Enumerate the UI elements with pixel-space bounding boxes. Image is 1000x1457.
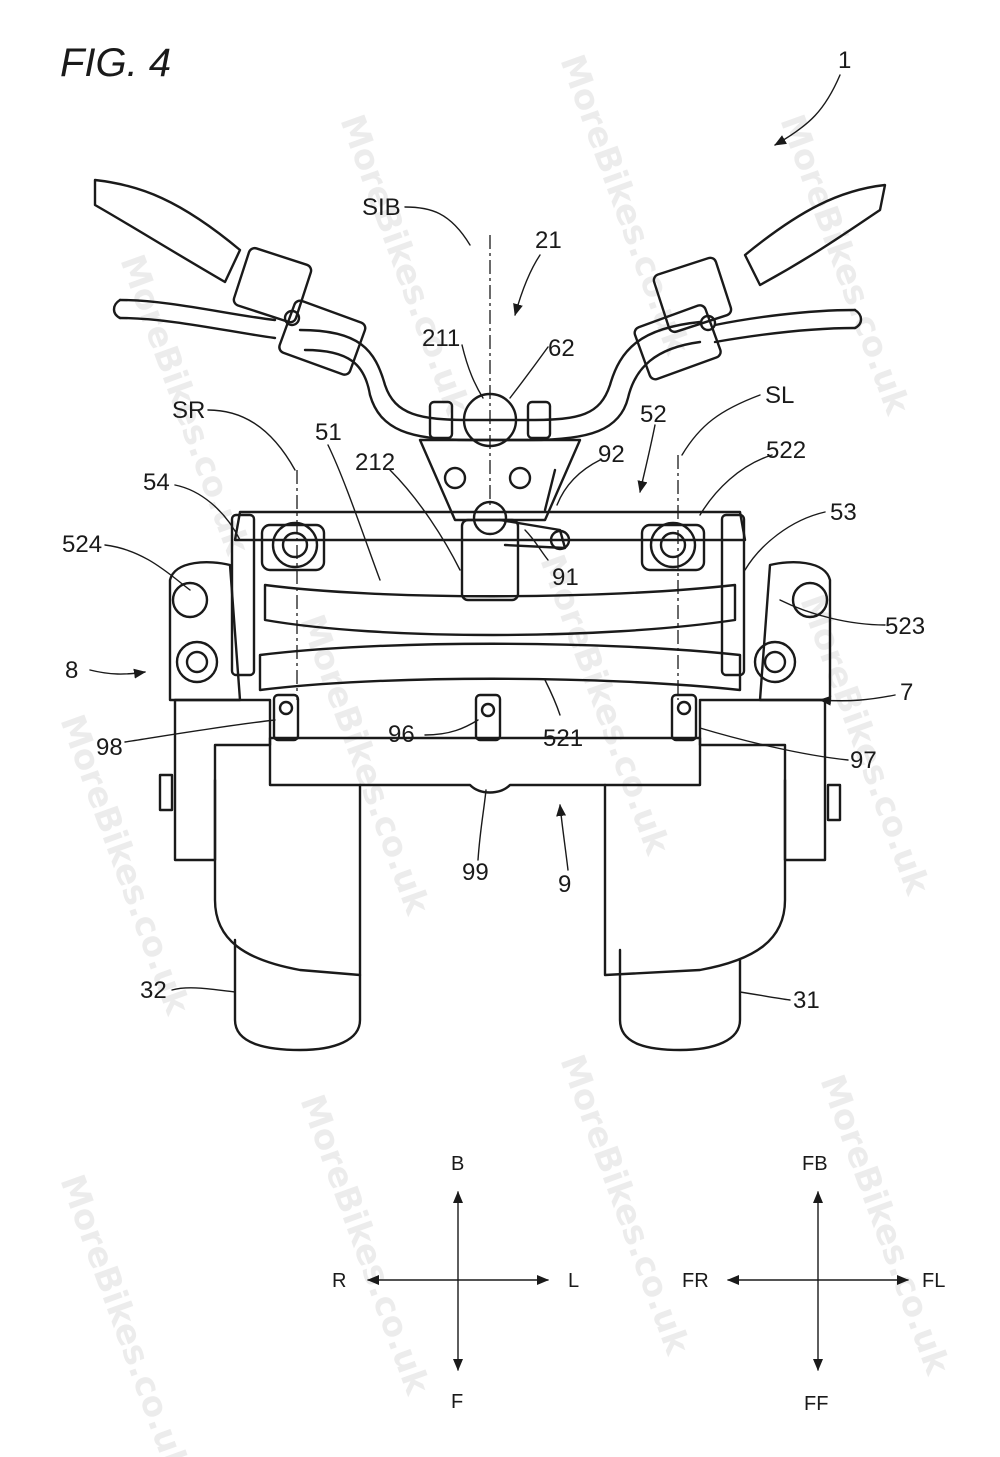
part-labels: 1 SIB 21 211 62 SR 51 212 52 SL 522 92 5… xyxy=(62,47,925,1014)
axis-label-fl: FL xyxy=(922,1270,945,1292)
axis-label-fb: FB xyxy=(802,1153,828,1175)
label-524: 524 xyxy=(62,531,102,558)
side-brackets xyxy=(168,561,832,702)
label-8: 8 xyxy=(65,657,78,684)
watermark-text: MoreBikes.co.uk xyxy=(52,1169,198,1457)
label-52: 52 xyxy=(640,401,667,428)
label-523: 523 xyxy=(885,613,925,640)
watermark-text: MoreBikes.co.uk xyxy=(292,609,438,921)
direction-axes-left: B F R L xyxy=(332,1153,579,1413)
label-92: 92 xyxy=(598,441,625,468)
link-mechanism xyxy=(230,500,747,692)
watermark-text: MoreBikes.co.uk xyxy=(332,109,478,421)
label-21: 21 xyxy=(535,227,562,254)
label-53: 53 xyxy=(830,499,857,526)
axis-label-r: R xyxy=(332,1270,346,1292)
axis-label-ff: FF xyxy=(804,1393,828,1415)
axis-label-l: L xyxy=(568,1270,579,1292)
leader-lines xyxy=(89,74,896,1001)
watermark-text: MoreBikes.co.uk xyxy=(812,1069,958,1381)
axis-label-f: F xyxy=(451,1391,463,1413)
wheels xyxy=(158,698,842,1052)
label-211: 211 xyxy=(422,325,460,352)
label-96: 96 xyxy=(388,721,415,748)
label-54: 54 xyxy=(143,469,170,496)
label-99: 99 xyxy=(462,859,489,886)
watermark-text: MoreBikes.co.uk xyxy=(552,1049,698,1361)
watermark-text: MoreBikes.co.uk xyxy=(292,1089,438,1401)
label-212: 212 xyxy=(355,449,395,476)
axis-label-fr: FR xyxy=(682,1270,709,1292)
label-sr: SR xyxy=(172,397,205,424)
label-91: 91 xyxy=(552,564,579,591)
label-sl: SL xyxy=(765,382,794,409)
label-1: 1 xyxy=(838,47,851,74)
label-32: 32 xyxy=(140,977,167,1004)
figure-title: FIG. 4 xyxy=(60,41,171,85)
axis-label-b: B xyxy=(451,1153,464,1175)
label-sib: SIB xyxy=(362,194,401,221)
label-522: 522 xyxy=(766,437,806,464)
label-51: 51 xyxy=(315,419,342,446)
label-7: 7 xyxy=(900,679,913,706)
label-9: 9 xyxy=(558,871,571,898)
direction-axes-right: FB FF FR FL xyxy=(682,1153,945,1415)
label-98: 98 xyxy=(96,734,123,761)
label-521: 521 xyxy=(543,725,583,752)
label-97: 97 xyxy=(850,747,877,774)
label-31: 31 xyxy=(793,987,820,1014)
label-62: 62 xyxy=(548,335,575,362)
